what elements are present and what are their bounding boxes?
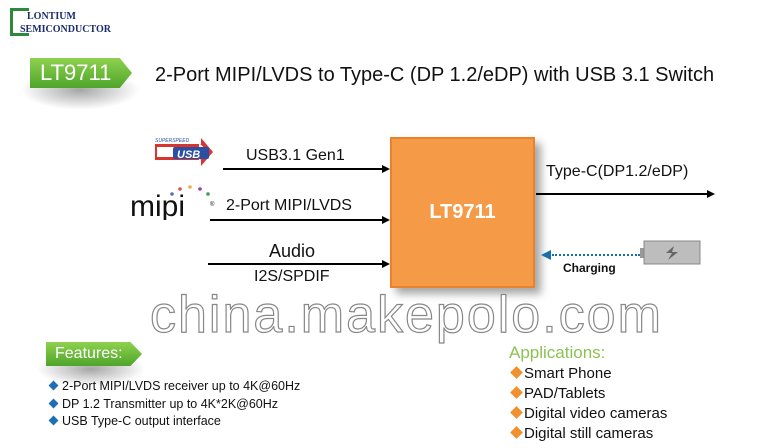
diamond-bullet-icon	[48, 415, 59, 426]
application-item: Smart Phone	[510, 364, 667, 384]
audio-arrow	[382, 260, 390, 268]
features-list: 2-Port MIPI/LVDS receiver up to 4K@60Hz …	[48, 378, 301, 431]
diamond-bullet-icon	[510, 366, 523, 379]
usb-line	[223, 168, 383, 170]
application-text: Digital video cameras	[524, 405, 668, 422]
diamond-bullet-icon	[510, 426, 523, 439]
mipi-label: 2-Port MIPI/LVDS	[226, 197, 352, 214]
application-text: Smart Phone	[524, 365, 612, 382]
usb-label: USB3.1 Gen1	[246, 147, 345, 164]
diamond-bullet-icon	[48, 398, 59, 408]
feature-text: DP 1.2 Transmitter up to 4K*2K@60Hz	[62, 396, 279, 411]
svg-text:®: ®	[210, 201, 215, 208]
features-title: Features:	[46, 342, 142, 366]
feature-item: 2-Port MIPI/LVDS receiver up to 4K@60Hz	[48, 378, 301, 396]
diamond-bullet-icon	[510, 386, 523, 399]
diamond-bullet-icon	[510, 406, 523, 419]
page-title: 2-Port MIPI/LVDS to Type-C (DP 1.2/eDP) …	[155, 64, 715, 86]
application-text: Digital still cameras	[524, 425, 654, 442]
chip-label: LT9711	[429, 201, 496, 223]
output-label: Type-C(DP1.2/eDP)	[546, 163, 689, 180]
logo-text-1: LONTIUM	[27, 11, 76, 22]
audio-sublabel: I2S/SPDIF	[254, 268, 330, 285]
application-item: Digital video cameras	[510, 404, 668, 424]
mipi-logo: mipi ®	[130, 184, 220, 223]
chip-block: LT9711	[390, 137, 535, 288]
battery-icon	[640, 240, 702, 266]
feature-item: DP 1.2 Transmitter up to 4K*2K@60Hz	[48, 396, 300, 414]
logo-text-2: SEMICONDUCTOR	[20, 24, 111, 35]
svg-text:mipi: mipi	[130, 190, 185, 220]
applications-title: Applications:	[509, 343, 606, 362]
audio-line	[208, 263, 383, 265]
application-text: PAD/Tablets	[524, 385, 606, 402]
output-line	[536, 193, 708, 195]
svg-text:USB: USB	[177, 149, 200, 161]
diamond-bullet-icon	[48, 380, 59, 391]
feature-text: 2-Port MIPI/LVDS receiver up to 4K@60Hz	[62, 379, 301, 393]
feature-text: USB Type-C output interface	[62, 414, 221, 428]
audio-label: Audio	[269, 241, 316, 261]
charging-arrow	[541, 250, 551, 260]
superspeed-usb-logo: USB SUPERSPEED	[153, 136, 215, 168]
application-item: PAD/Tablets	[510, 384, 667, 404]
mipi-arrow	[382, 216, 390, 224]
application-item: Digital still cameras	[510, 424, 667, 444]
charging-line	[552, 254, 640, 256]
feature-item: USB Type-C output interface	[48, 413, 300, 431]
svg-text:SUPERSPEED: SUPERSPEED	[155, 138, 190, 144]
watermark: china.makepolo.com	[149, 286, 663, 344]
applications-list: Smart Phone PAD/Tablets Digital video ca…	[510, 364, 668, 444]
charging-label: Charging	[563, 261, 616, 275]
output-arrow	[707, 190, 715, 198]
mipi-line	[210, 219, 383, 221]
logo-mark	[10, 8, 29, 36]
product-tag: LT9711	[30, 58, 132, 88]
usb-arrow	[382, 165, 390, 173]
